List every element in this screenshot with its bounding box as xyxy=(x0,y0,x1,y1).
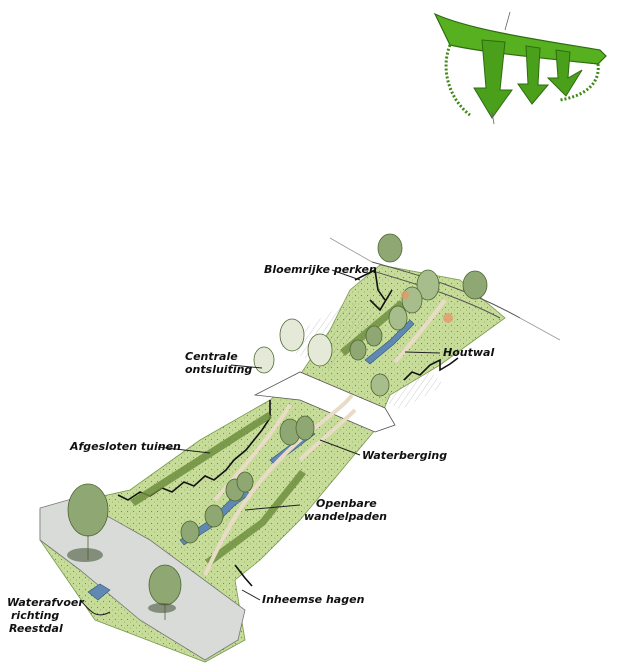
label-centrale-line1: Centrale xyxy=(185,350,238,363)
label-openbare-line2: wandelpaden xyxy=(304,510,387,523)
trees xyxy=(67,233,488,620)
label-centrale-ontsluiting: Centrale ontsluiting xyxy=(185,350,253,376)
label-waterberging: Waterberging xyxy=(362,449,448,462)
label-bloemrijke-perken: Bloemrijke perken xyxy=(264,263,377,276)
label-inheemse-hagen: Inheemse hagen xyxy=(262,593,365,606)
label-waterafvoer-line2: richting xyxy=(11,609,60,622)
public-paths xyxy=(203,298,447,576)
leader-lines xyxy=(79,269,441,616)
label-openbare-wandelpaden: Openbare wandelpaden xyxy=(304,497,387,523)
label-openbare-line1: Openbare xyxy=(316,497,377,510)
label-waterafvoer-line3: Reestdal xyxy=(9,622,63,635)
flower-beds xyxy=(401,291,453,323)
label-waterafvoer: Waterafvoer richting Reestdal xyxy=(7,596,84,635)
flow-diagram xyxy=(433,11,607,125)
label-centrale-line2: ontsluiting xyxy=(185,363,253,376)
park-ground xyxy=(39,237,561,663)
label-afgesloten-tuinen: Afgesloten tuinen xyxy=(70,440,181,453)
label-houtwal: Houtwal xyxy=(443,346,495,359)
label-waterafvoer-line1: Waterafvoer xyxy=(7,596,84,609)
